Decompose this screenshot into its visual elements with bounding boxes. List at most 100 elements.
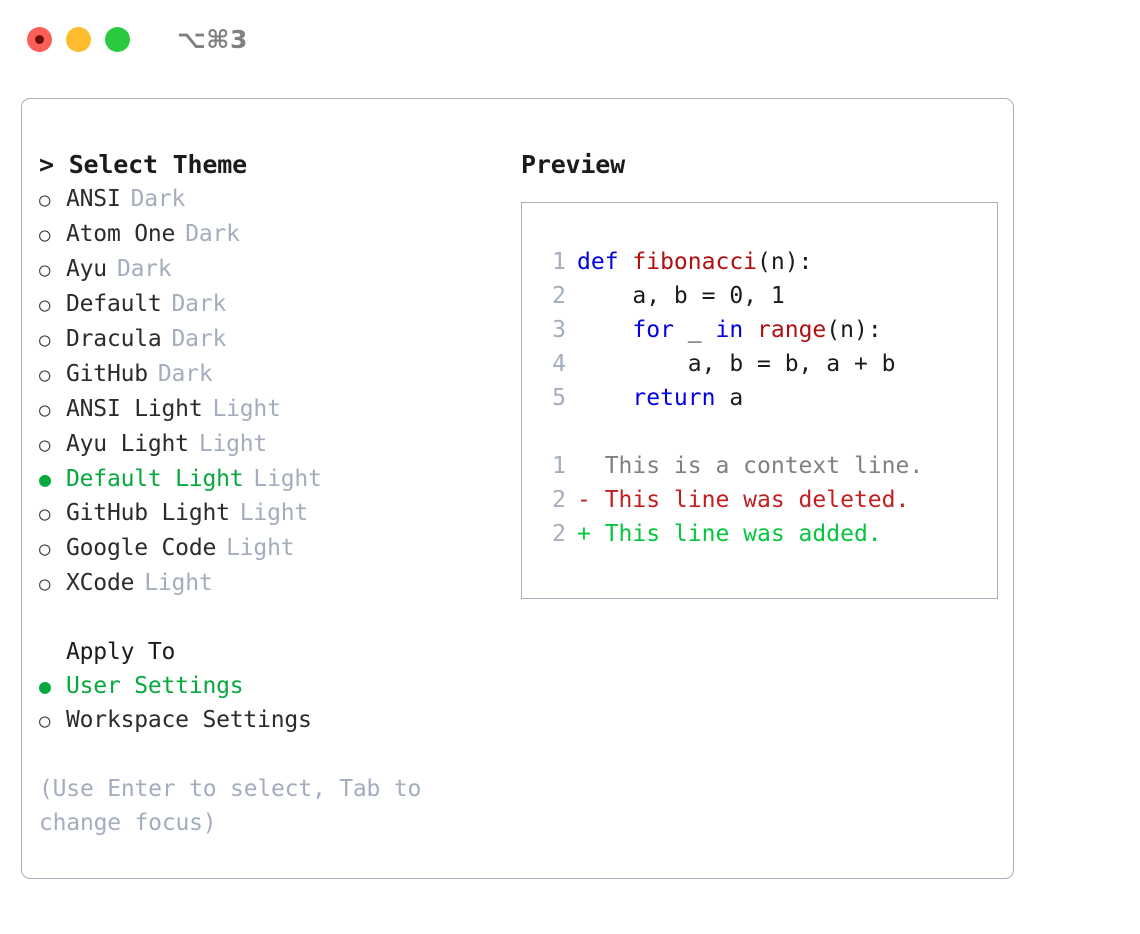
code-token: a, b = b, a + b (577, 351, 896, 377)
theme-option-ansi-light[interactable]: ○ ANSI Light Light (39, 392, 501, 427)
apply-to-option-label: User Settings (66, 673, 244, 699)
apply-to-heading: Apply To (66, 639, 176, 665)
code-line: 4 a, b = b, a + b (540, 347, 997, 381)
theme-option-tag: Light (253, 466, 322, 492)
code-token: + This line was added. (577, 521, 882, 547)
code-line-text: + This line was added. (577, 517, 882, 551)
theme-option-tag: Dark (157, 361, 213, 387)
theme-option-default[interactable]: ○ Default Dark (39, 287, 501, 322)
radio-unselected-icon: ○ (39, 538, 51, 560)
code-token: - This line was deleted. (577, 487, 910, 513)
diff-line: 1 This is a context line. (540, 449, 997, 483)
code-line: 2 a, b = 0, 1 (540, 279, 997, 313)
theme-option-label: XCode (66, 570, 135, 596)
radio-unselected-icon: ○ (39, 573, 51, 595)
code-token: (n): (826, 317, 882, 343)
apply-to-option-label: Workspace Settings (66, 707, 312, 733)
theme-option-label: ANSI Light (66, 396, 203, 422)
line-number: 1 (552, 453, 566, 479)
theme-option-tag: Light (226, 535, 295, 561)
maximize-button[interactable] (105, 26, 130, 52)
theme-option-label: ANSI (66, 186, 121, 212)
code-token: def (577, 249, 633, 275)
theme-option-github-light[interactable]: ○ GitHub Light Light (39, 496, 501, 531)
theme-option-label: Google Code (66, 535, 217, 561)
radio-unselected-icon: ○ (39, 364, 51, 386)
apply-to-option-workspace-settings[interactable]: ○ Workspace Settings (39, 703, 501, 738)
radio-unselected-icon: ○ (39, 189, 51, 211)
theme-option-tag: Dark (171, 291, 227, 317)
theme-option-tag: Light (144, 570, 213, 596)
radio-unselected-icon: ○ (39, 710, 51, 732)
code-token (577, 385, 632, 411)
code-token (577, 317, 632, 343)
theme-option-ayu[interactable]: ○ Ayu Dark (39, 252, 501, 287)
code-line-text: a, b = b, a + b (577, 347, 896, 381)
line-number: 2 (552, 521, 566, 547)
code-token: (n): (757, 249, 813, 275)
code-line-text: This is a context line. (577, 449, 924, 483)
code-line: 3 for _ in range(n): (540, 313, 997, 347)
theme-option-dracula[interactable]: ○ Dracula Dark (39, 322, 501, 357)
code-token: This is a context line. (577, 453, 924, 479)
line-number: 2 (552, 487, 566, 513)
theme-option-ansi[interactable]: ○ ANSI Dark (39, 182, 501, 217)
theme-option-tag: Dark (130, 186, 186, 212)
apply-to-option-user-settings[interactable]: ● User Settings (39, 669, 501, 703)
theme-option-tag: Dark (185, 221, 240, 247)
theme-option-label: GitHub Light (66, 500, 230, 526)
code-line: 5 return a (540, 381, 997, 415)
theme-option-label: Default Light (66, 466, 244, 492)
theme-option-label: Default (66, 291, 162, 317)
preview-title: Preview (521, 150, 625, 179)
code-token: range (757, 317, 827, 343)
line-number: 2 (552, 283, 566, 309)
theme-option-tag: Dark (171, 326, 227, 352)
window-controls (27, 26, 130, 52)
apply-to-option-list: ● User Settings ○ Workspace Settings (39, 669, 501, 738)
line-number: 1 (552, 249, 566, 275)
theme-option-tag: Light (212, 396, 281, 422)
theme-option-label: Dracula (66, 326, 162, 352)
keyboard-hint-text: (Use Enter to select, Tab to change focu… (39, 776, 435, 836)
close-button[interactable] (27, 26, 52, 52)
theme-option-xcode[interactable]: ○ XCode Light (39, 566, 501, 601)
radio-unselected-icon: ○ (39, 399, 51, 421)
code-line-text: a, b = 0, 1 (577, 279, 785, 313)
line-number: 4 (552, 351, 566, 377)
radio-unselected-icon: ○ (39, 503, 51, 525)
minimize-button[interactable] (66, 26, 91, 52)
theme-option-tag: Light (239, 500, 309, 526)
theme-option-tag: Dark (116, 256, 172, 282)
code-diff-spacer (540, 415, 997, 449)
code-token: a, b = 0, 1 (577, 283, 785, 309)
theme-option-label: Ayu (66, 256, 107, 282)
theme-option-label: Ayu Light (66, 431, 189, 457)
select-theme-heading: > Select Theme (39, 150, 247, 179)
line-number: 3 (552, 317, 566, 343)
radio-selected-icon: ● (39, 674, 51, 698)
diff-line: 2 + This line was added. (540, 517, 997, 551)
radio-unselected-icon: ○ (39, 259, 51, 281)
theme-option-google-code[interactable]: ○ Google Code Light (39, 531, 501, 566)
radio-unselected-icon: ○ (39, 294, 51, 316)
code-line-text: - This line was deleted. (577, 483, 909, 517)
radio-unselected-icon: ○ (39, 224, 51, 246)
keyboard-shortcut-label: ⌥⌘3 (177, 24, 248, 54)
radio-unselected-icon: ○ (39, 329, 51, 351)
code-line-text: for _ in range(n): (577, 313, 882, 347)
code-token: return (632, 385, 730, 411)
line-number: 5 (552, 385, 566, 411)
code-token: in (715, 317, 758, 343)
code-line-text: return a (577, 381, 743, 415)
code-token: _ (687, 317, 716, 343)
